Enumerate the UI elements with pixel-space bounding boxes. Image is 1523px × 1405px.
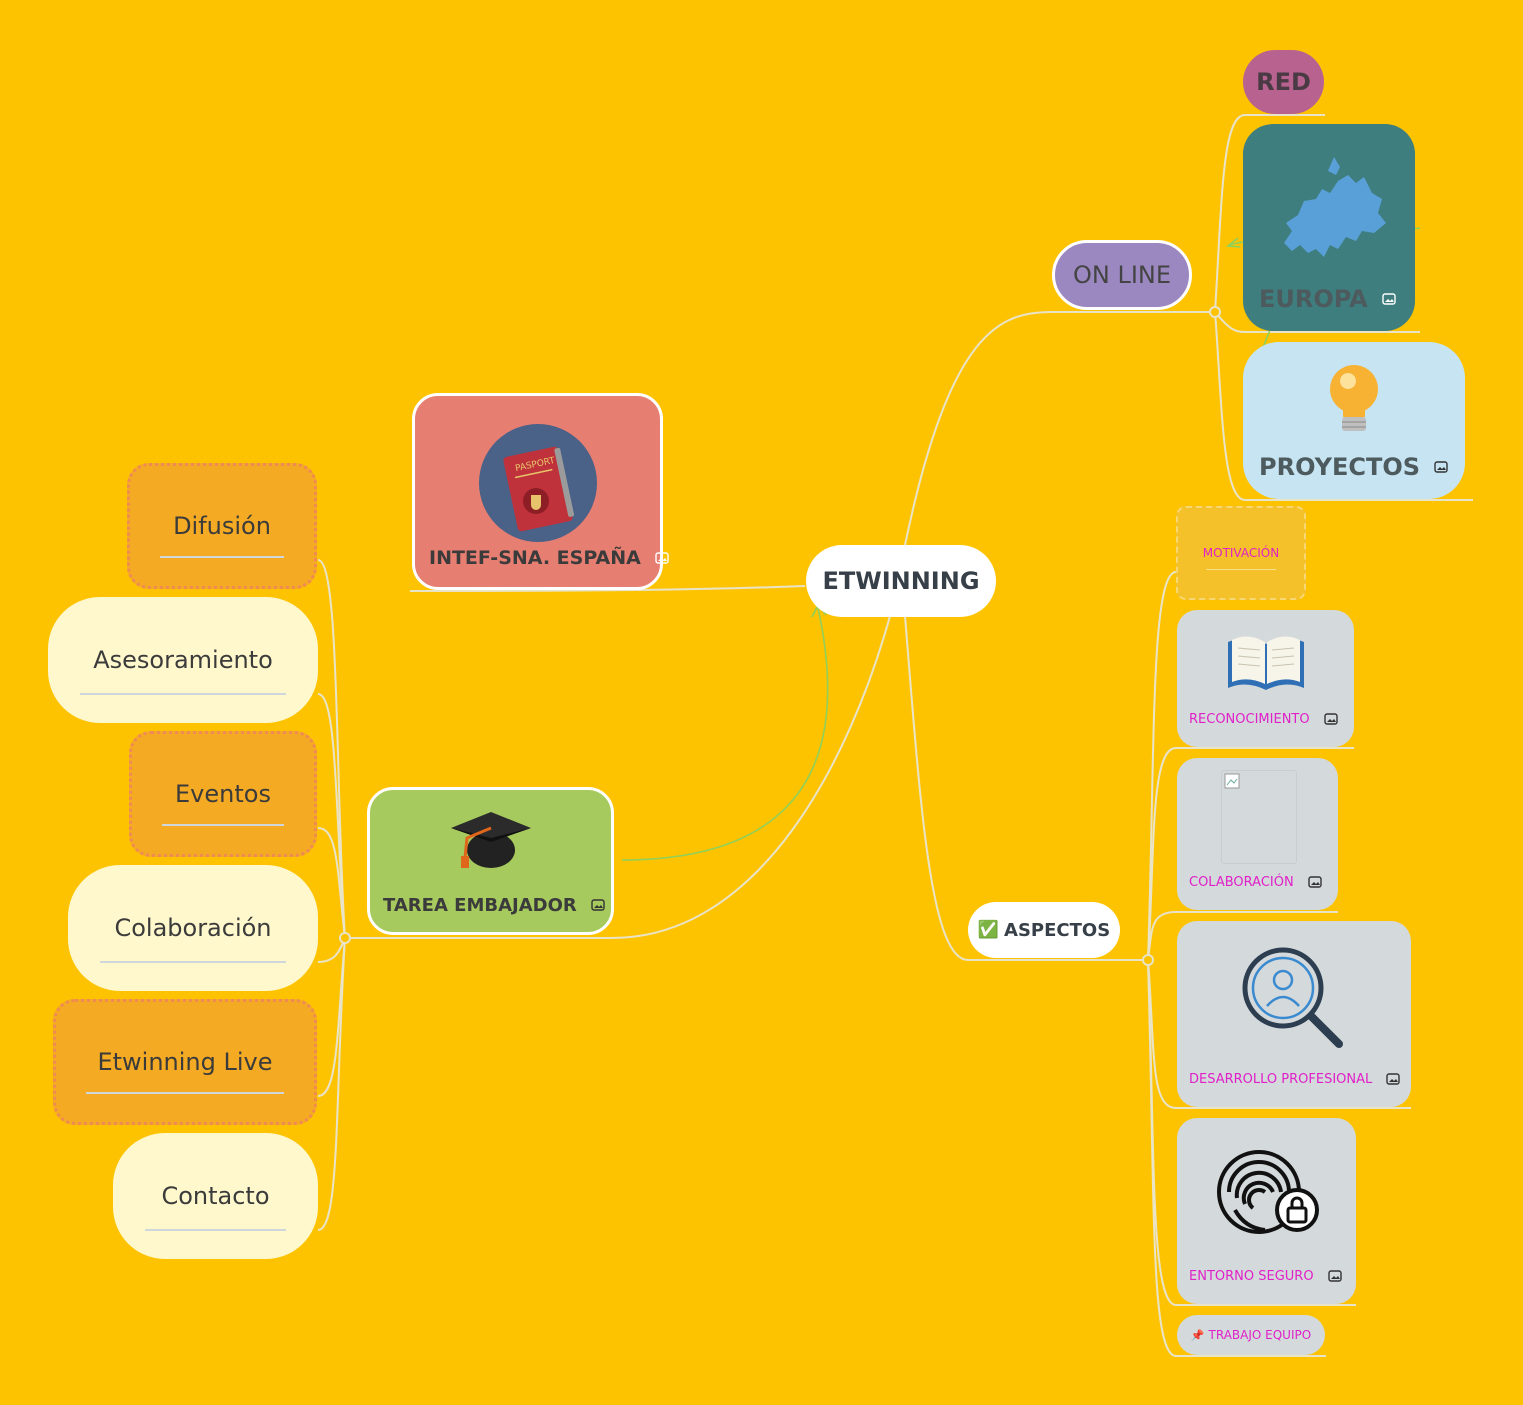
link-root-online xyxy=(904,311,1215,546)
magnifier-user-icon xyxy=(1242,947,1343,1048)
pin-icon: 📌 xyxy=(1190,1328,1205,1342)
red-label: RED xyxy=(1256,68,1311,96)
leaf-eventos[interactable]: Eventos xyxy=(129,731,317,857)
link-asp-motivacion xyxy=(1147,571,1306,961)
aspectos-label: ASPECTOS xyxy=(1004,919,1111,941)
red-node[interactable]: RED xyxy=(1243,50,1324,114)
image-attachment-icon[interactable] xyxy=(1382,290,1396,309)
online-node[interactable]: ON LINE xyxy=(1052,240,1192,310)
aspect-motivacion[interactable]: MOTIVACIÓN xyxy=(1176,506,1306,600)
link-online-red xyxy=(1214,114,1325,313)
image-attachment-icon[interactable] xyxy=(1434,458,1448,477)
aspect-trabajo[interactable]: 📌 TRABAJO EQUIPO xyxy=(1177,1315,1325,1355)
trabajo-label: TRABAJO EQUIPO xyxy=(1208,1328,1312,1342)
colaboracion-label: COLABORACIÓN xyxy=(1189,875,1294,890)
link-root-tarea xyxy=(345,615,891,939)
motivacion-label: MOTIVACIÓN xyxy=(1202,546,1280,560)
link-asp-colaboracion xyxy=(1147,911,1338,961)
hub-online xyxy=(1209,306,1221,318)
intef-node[interactable]: PASPORT INTEF-SNA. ESPAÑA xyxy=(412,393,669,590)
link-tarea-asesoramiento xyxy=(317,693,346,939)
leaf-etwinning-live[interactable]: Etwinning Live xyxy=(53,999,317,1125)
europe-map-icon xyxy=(1284,156,1386,257)
desarrollo-label: DESARROLLO PROFESIONAL xyxy=(1189,1072,1373,1087)
aspect-desarrollo[interactable]: DESARROLLO PROFESIONAL xyxy=(1177,921,1411,1107)
broken-image-icon xyxy=(1221,770,1297,864)
online-label: ON LINE xyxy=(1072,261,1172,289)
tarea-label: TAREA EMBAJADOR xyxy=(383,895,577,916)
relation-arrow-tarea-root xyxy=(621,607,829,861)
aspect-entorno[interactable]: ENTORNO SEGURO xyxy=(1177,1118,1356,1304)
entorno-label: ENTORNO SEGURO xyxy=(1189,1269,1314,1284)
tarea-node[interactable]: TAREA EMBAJADOR xyxy=(367,787,614,935)
leaf-asesoramiento[interactable]: Asesoramiento xyxy=(48,597,318,723)
leaf-label: Eventos xyxy=(175,780,271,808)
aspect-reconocimiento[interactable]: RECONOCIMIENTO xyxy=(1177,610,1354,747)
hub-aspectos xyxy=(1142,954,1154,966)
link-root-aspectos xyxy=(904,615,1148,961)
image-attachment-icon[interactable] xyxy=(1308,873,1322,892)
graduation-cap-icon xyxy=(450,812,531,868)
light-bulb-icon xyxy=(1330,364,1378,431)
leaf-label: Asesoramiento xyxy=(93,646,273,674)
fingerprint-lock-icon xyxy=(1216,1150,1319,1234)
link-asp-trabajo xyxy=(1147,959,1326,1357)
link-asp-reconocimiento xyxy=(1147,747,1354,961)
passport-icon: PASPORT xyxy=(478,423,597,542)
image-attachment-icon[interactable] xyxy=(1327,1267,1342,1286)
image-attachment-icon[interactable] xyxy=(1323,710,1338,729)
leaf-difusion[interactable]: Difusión xyxy=(127,463,317,589)
open-book-icon xyxy=(1227,635,1304,690)
link-tarea-eventos xyxy=(317,827,346,939)
intef-label: INTEF-SNA. ESPAÑA xyxy=(429,547,641,569)
link-root-intef xyxy=(409,585,806,592)
image-attachment-icon[interactable] xyxy=(591,896,605,915)
link-online-proyectos xyxy=(1214,311,1473,501)
leaf-label: Colaboración xyxy=(114,914,272,942)
image-attachment-icon[interactable] xyxy=(1386,1070,1400,1089)
image-attachment-icon[interactable] xyxy=(655,549,669,568)
leaf-label: Contacto xyxy=(161,1182,270,1210)
hub-tarea xyxy=(339,932,351,944)
link-asp-desarrollo xyxy=(1147,959,1411,1109)
aspectos-node[interactable]: ✅ ASPECTOS xyxy=(968,902,1120,958)
check-icon: ✅ xyxy=(977,920,1000,940)
proyectos-node[interactable]: PROYECTOS xyxy=(1243,342,1465,499)
europa-label: EUROPA xyxy=(1259,285,1368,313)
leaf-label: Difusión xyxy=(173,512,271,540)
aspect-colaboracion[interactable]: COLABORACIÓN xyxy=(1177,758,1338,910)
root-label: ETWINNING xyxy=(822,567,980,595)
leaf-colaboracion[interactable]: Colaboración xyxy=(68,865,318,991)
leaf-label: Etwinning Live xyxy=(97,1048,273,1076)
link-tarea-contacto xyxy=(317,937,346,1231)
europa-node[interactable]: EUROPA xyxy=(1243,124,1415,331)
proyectos-label: PROYECTOS xyxy=(1259,453,1421,481)
leaf-contacto[interactable]: Contacto xyxy=(113,1133,318,1259)
root-node[interactable]: ETWINNING xyxy=(806,545,996,617)
link-online-europa xyxy=(1214,311,1420,333)
link-tarea-difusion xyxy=(317,559,346,939)
reconocimiento-label: RECONOCIMIENTO xyxy=(1189,712,1310,727)
